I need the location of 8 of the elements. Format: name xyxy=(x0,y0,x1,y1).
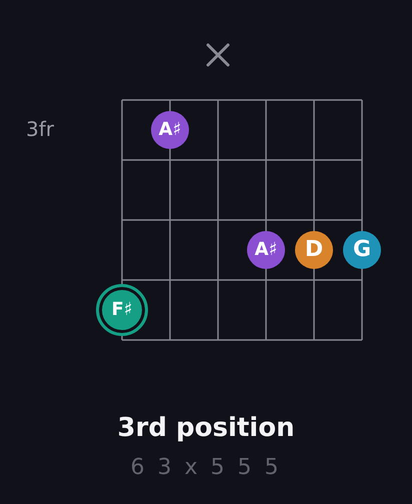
note-dot: A♯ xyxy=(247,231,285,269)
note-dot: G xyxy=(343,231,381,269)
fret-number: 3fr xyxy=(26,117,54,141)
fingering-text: 6 3 x 5 5 5 xyxy=(130,455,282,480)
note-dot: A♯ xyxy=(151,111,189,149)
root-note-marker: F♯ xyxy=(96,284,148,336)
note-dot: D xyxy=(295,231,333,269)
title: 3rd position xyxy=(117,413,295,443)
